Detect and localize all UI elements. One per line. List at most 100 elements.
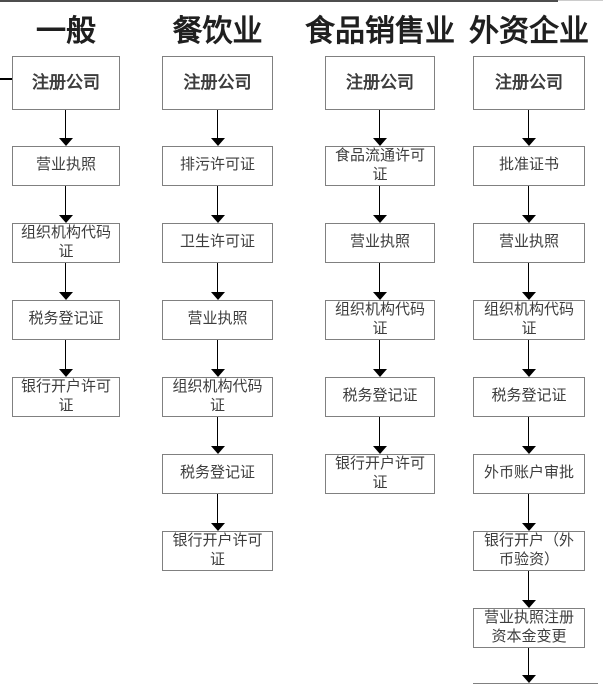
flow-box-food-sales-step-6: 银行开户许可证	[325, 454, 435, 494]
down-arrow-icon	[210, 340, 225, 377]
arrow-shaft	[216, 340, 218, 369]
flow-step-label: 卫生许可证	[179, 234, 255, 251]
flow-step-label: 银行开户许可证	[172, 532, 263, 569]
arrow-head	[373, 369, 387, 377]
arrow-shaft	[528, 110, 529, 138]
arrow-shaft	[216, 186, 218, 215]
flow-box-general-step-3: 组织机构代码证	[12, 223, 120, 263]
down-arrow-icon	[373, 263, 387, 300]
flow-box-foreign-enterprise-step-3: 营业执照	[473, 223, 585, 263]
top-border-rule	[0, 0, 558, 2]
flow-box-food-sales-step-1: 注册公司	[325, 56, 435, 110]
flow-step-label: 税务登记证	[342, 388, 418, 405]
flow-step-label: 注册公司	[495, 72, 563, 92]
arrow-shaft	[528, 417, 529, 446]
down-arrow-icon	[59, 340, 73, 377]
arrow-shaft	[65, 186, 66, 215]
arrow-shaft	[528, 648, 529, 675]
flow-step-label: 营业执照	[187, 311, 248, 328]
down-arrow-icon	[522, 417, 536, 454]
down-arrow-icon	[373, 110, 387, 146]
down-arrow-icon	[522, 110, 536, 146]
down-arrow-icon	[210, 494, 225, 531]
flow-step-label: 组织机构代码证	[20, 224, 111, 261]
down-arrow-icon	[522, 263, 536, 300]
arrow-shaft	[528, 186, 529, 215]
flow-box-foreign-enterprise-step-6: 外币账户审批	[473, 454, 585, 494]
down-arrow-icon	[522, 340, 536, 377]
arrow-shaft	[216, 263, 218, 292]
arrow-head	[522, 446, 536, 454]
flow-step-label: 食品流通许可证	[334, 147, 425, 184]
flow-box-foreign-enterprise-step-7: 银行开户（外币验资）	[473, 531, 585, 571]
flow-box-catering-step-1: 注册公司	[162, 56, 273, 110]
flow-step-label: 税务登记证	[179, 465, 255, 482]
arrow-head	[522, 369, 536, 377]
flow-box-general-step-2: 营业执照	[12, 146, 120, 186]
arrow-head	[210, 138, 225, 146]
column-title-food-sales: 食品销售业	[305, 15, 455, 48]
column-title-foreign-enterprise: 外资企业	[469, 15, 589, 48]
arrow-shaft	[216, 494, 218, 523]
cutoff-next-box-top-edge	[473, 683, 598, 684]
down-arrow-icon	[522, 494, 536, 531]
down-arrow-icon	[373, 186, 387, 223]
arrow-head	[59, 215, 73, 223]
flow-box-catering-step-4: 营业执照	[162, 300, 273, 340]
down-arrow-icon	[59, 110, 73, 146]
down-arrow-icon	[522, 186, 536, 223]
flow-step-label: 批准证书	[498, 157, 559, 174]
down-arrow-icon	[59, 263, 73, 300]
arrow-head	[522, 292, 536, 300]
arrow-head	[59, 138, 73, 146]
arrow-head	[522, 215, 536, 223]
arrow-head	[522, 600, 536, 608]
flow-step-label: 营业执照	[349, 234, 410, 251]
arrow-shaft	[528, 263, 529, 292]
down-arrow-icon	[210, 263, 225, 300]
arrow-head	[373, 138, 387, 146]
flow-box-general-step-5: 银行开户许可证	[12, 377, 120, 417]
arrow-head	[373, 446, 387, 454]
flow-box-foreign-enterprise-step-2: 批准证书	[473, 146, 585, 186]
arrow-shaft	[528, 571, 529, 600]
arrow-head	[59, 292, 73, 300]
column-title-general: 一般	[36, 15, 96, 48]
flow-step-label: 银行开户许可证	[20, 378, 111, 415]
arrow-shaft	[216, 110, 218, 138]
arrow-head	[522, 523, 536, 531]
flow-box-catering-step-7: 银行开户许可证	[162, 531, 273, 571]
arrow-head	[210, 292, 225, 300]
flow-box-general-step-1: 注册公司	[12, 56, 120, 110]
down-arrow-icon	[210, 417, 225, 454]
left-connector-line	[0, 78, 12, 80]
arrow-head	[59, 369, 73, 377]
flow-box-catering-step-5: 组织机构代码证	[162, 377, 273, 417]
arrow-shaft	[65, 340, 66, 369]
flow-step-label: 注册公司	[183, 72, 252, 92]
down-arrow-icon	[210, 186, 225, 223]
flow-step-label: 排污许可证	[179, 157, 255, 174]
flow-step-label: 营业执照	[35, 157, 96, 174]
flow-step-label: 注册公司	[32, 72, 100, 92]
flow-step-label: 组织机构代码证	[483, 301, 574, 338]
arrow-shaft	[216, 417, 218, 446]
flow-box-foreign-enterprise-step-1: 注册公司	[473, 56, 585, 110]
flow-step-label: 税务登记证	[491, 388, 567, 405]
flow-step-label: 税务登记证	[28, 311, 104, 328]
arrow-shaft	[528, 340, 529, 369]
arrow-head	[210, 523, 225, 531]
arrow-shaft	[379, 110, 380, 138]
flow-box-food-sales-step-2: 食品流通许可证	[325, 146, 435, 186]
arrow-shaft	[379, 417, 380, 446]
flow-step-label: 外币账户审批	[483, 465, 574, 482]
down-arrow-icon	[59, 186, 73, 223]
arrow-shaft	[379, 340, 380, 369]
arrow-shaft	[528, 494, 529, 523]
flow-box-food-sales-step-3: 营业执照	[325, 223, 435, 263]
flow-box-foreign-enterprise-step-4: 组织机构代码证	[473, 300, 585, 340]
down-arrow-icon	[522, 571, 536, 608]
arrow-shaft	[379, 186, 380, 215]
flow-box-general-step-4: 税务登记证	[12, 300, 120, 340]
